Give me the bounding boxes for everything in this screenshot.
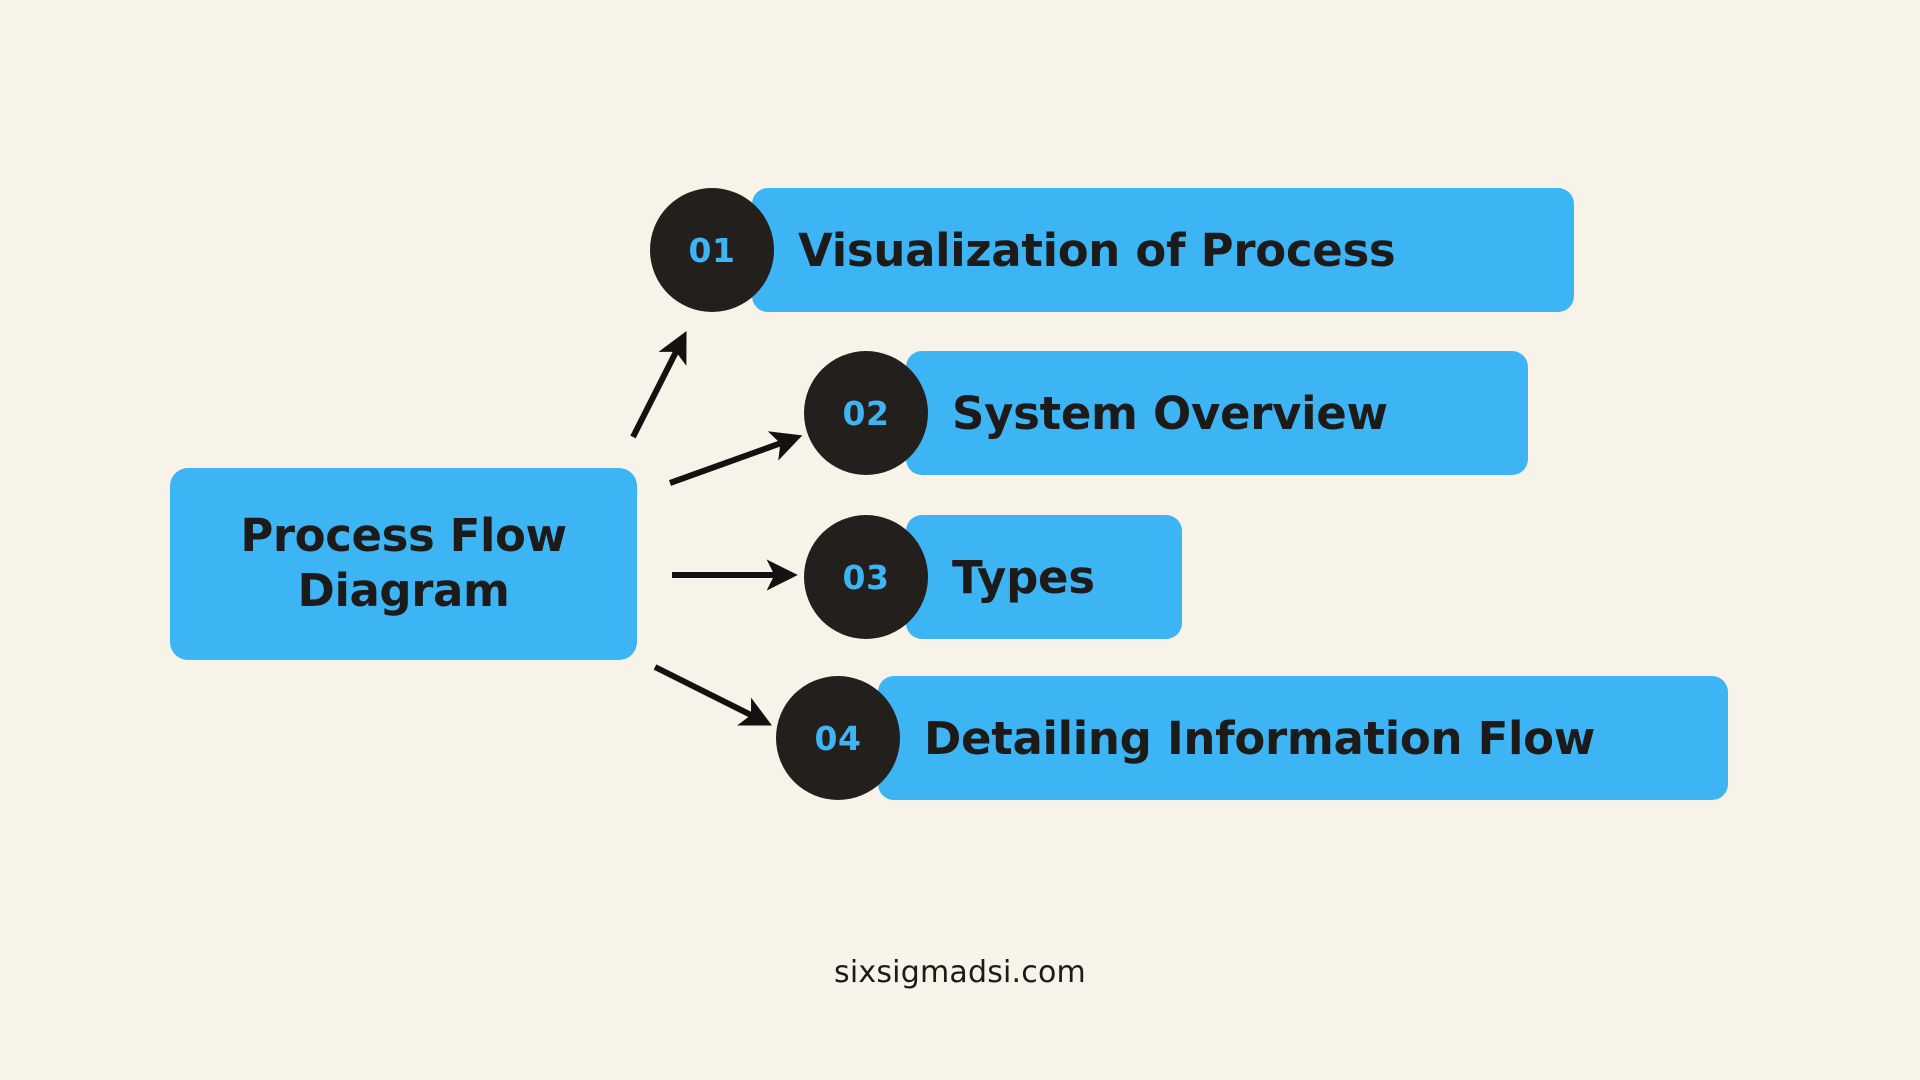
step-bar-02[interactable]: System Overview: [906, 351, 1528, 475]
step-row-01[interactable]: 01 Visualization of Process: [650, 188, 1574, 312]
step-number-04: 04: [814, 718, 862, 758]
source-node[interactable]: Process Flow Diagram: [170, 468, 637, 660]
step-row-02[interactable]: 02 System Overview: [804, 351, 1528, 475]
arrow-to-step-02: [668, 431, 803, 486]
step-label-01: Visualization of Process: [798, 223, 1396, 277]
source-node-title: Process Flow Diagram: [240, 509, 567, 617]
step-badge-01[interactable]: 01: [650, 188, 774, 312]
step-bar-03[interactable]: Types: [906, 515, 1182, 639]
footer-website: sixsigmadsi.com: [834, 955, 1086, 990]
step-label-02: System Overview: [952, 386, 1388, 440]
step-number-03: 03: [842, 557, 890, 597]
step-label-03: Types: [952, 550, 1095, 604]
step-badge-03[interactable]: 03: [804, 515, 928, 639]
arrow-to-step-01: [630, 331, 687, 439]
step-badge-04[interactable]: 04: [776, 676, 900, 800]
step-bar-04[interactable]: Detailing Information Flow: [878, 676, 1728, 800]
step-row-04[interactable]: 04 Detailing Information Flow: [776, 676, 1728, 800]
step-badge-02[interactable]: 02: [804, 351, 928, 475]
step-number-02: 02: [842, 393, 890, 433]
arrow-to-step-04: [653, 664, 772, 726]
step-bar-01[interactable]: Visualization of Process: [752, 188, 1574, 312]
step-row-03[interactable]: 03 Types: [804, 515, 1182, 639]
step-label-04: Detailing Information Flow: [924, 711, 1596, 765]
step-number-01: 01: [688, 230, 736, 270]
